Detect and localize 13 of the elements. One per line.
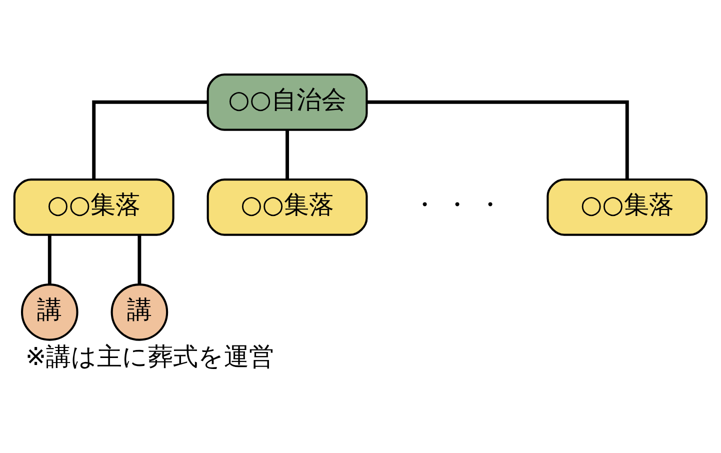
node-box: ○○集落: [13, 178, 174, 236]
connector: [286, 130, 289, 180]
connector: [366, 100, 629, 180]
node-circle: 講: [20, 283, 78, 341]
connector: [92, 100, 208, 180]
connector: [48, 235, 52, 284]
caption: ※講は主に葬式を運営: [25, 342, 274, 372]
node-box: ○○自治会: [206, 74, 368, 131]
label: ・ ・ ・: [412, 190, 503, 220]
node-box: ○○集落: [546, 178, 708, 236]
node-box: ○○集落: [206, 178, 368, 236]
node-circle: 講: [110, 283, 168, 341]
connector: [138, 235, 142, 284]
